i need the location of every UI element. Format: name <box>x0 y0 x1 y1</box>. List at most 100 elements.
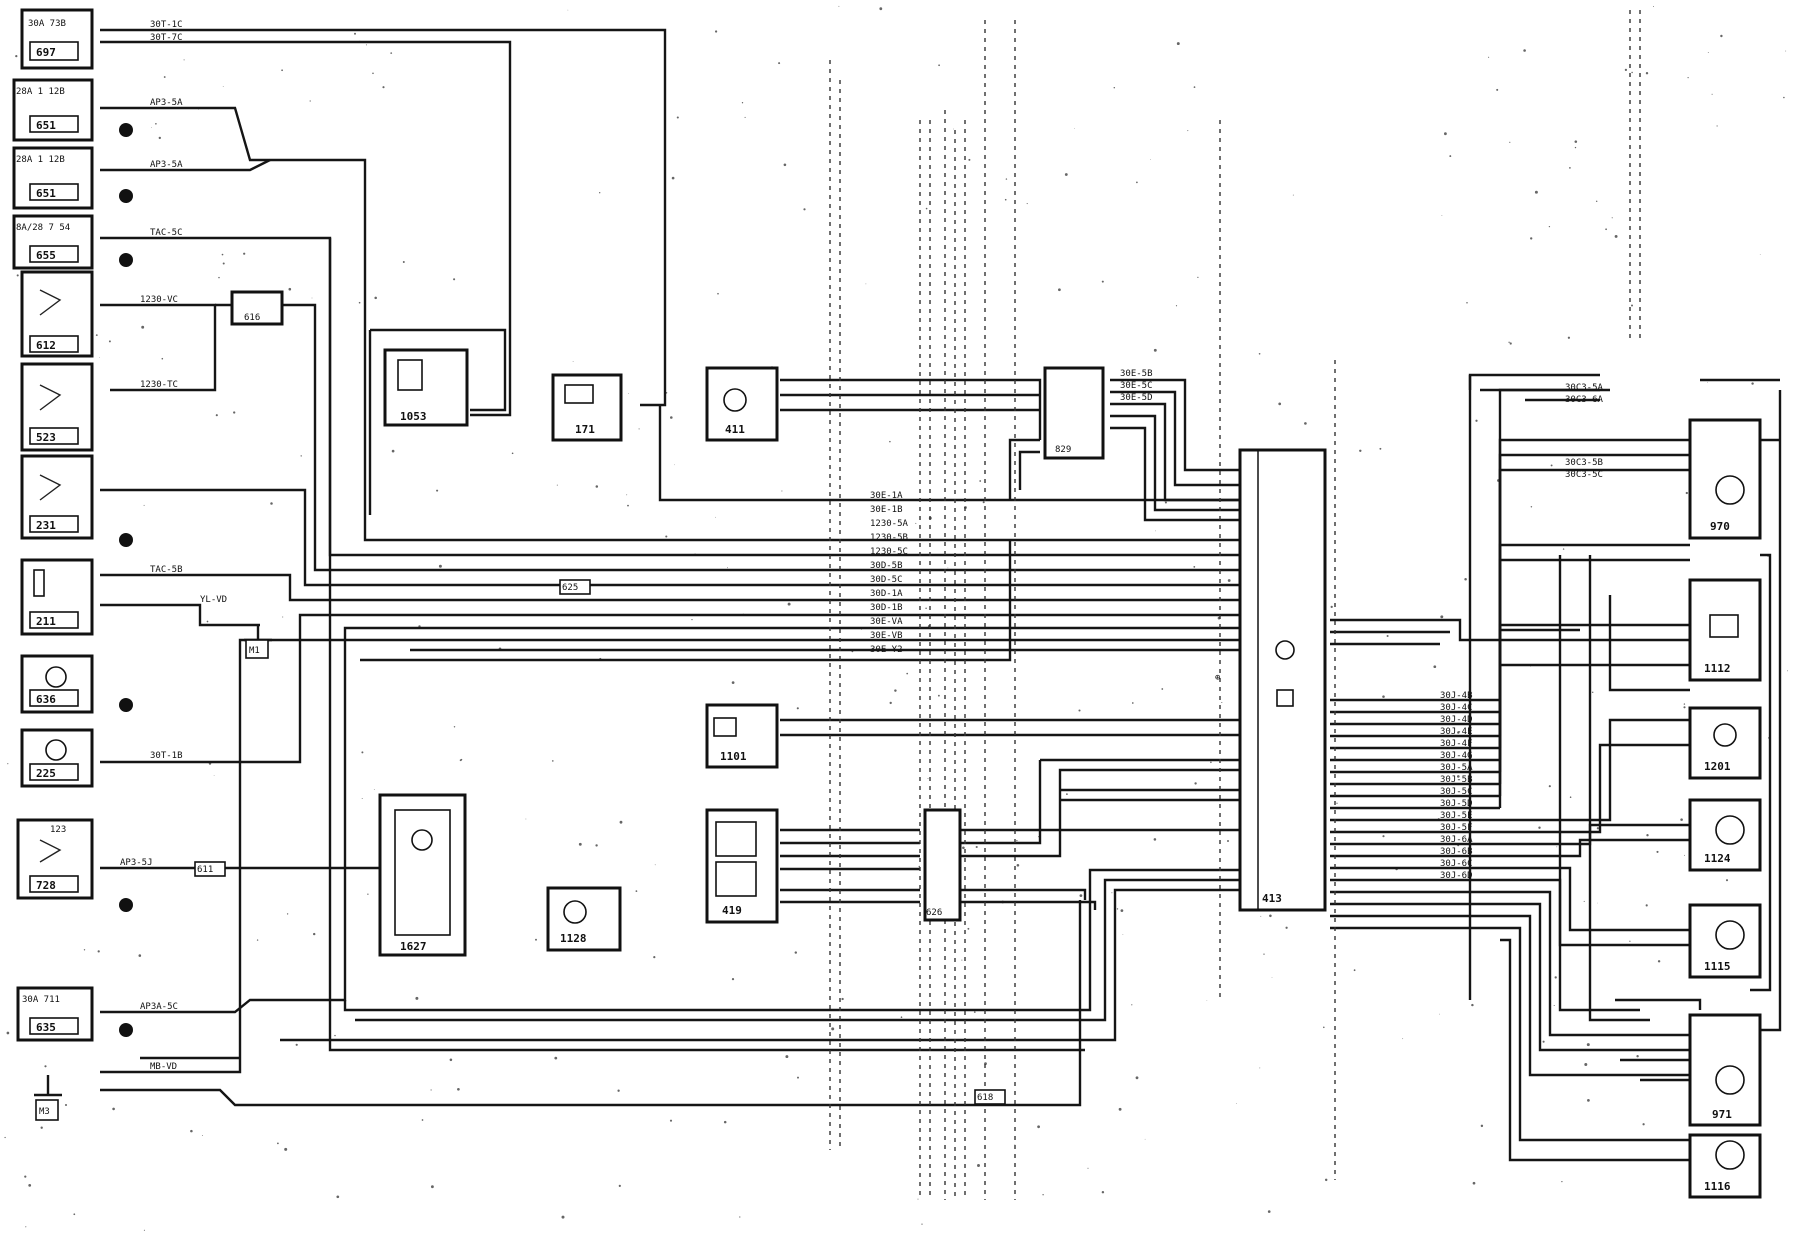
speckle <box>1113 86 1116 89</box>
speckle <box>1267 1210 1271 1213</box>
speckle <box>1591 691 1594 694</box>
speckle <box>962 846 965 850</box>
speckle <box>741 102 744 104</box>
speckle <box>276 1142 279 1145</box>
speckle <box>1567 336 1571 339</box>
speckle <box>1131 702 1134 704</box>
speckle <box>778 62 781 65</box>
component-label: 728 <box>36 879 56 892</box>
component-label: 612 <box>36 339 56 352</box>
speckle <box>1508 341 1510 343</box>
speckle <box>599 192 601 194</box>
speckle <box>190 1129 193 1133</box>
speckle <box>1175 305 1178 307</box>
speckle <box>430 1185 434 1189</box>
speckle <box>415 996 419 1000</box>
speckle <box>968 158 971 161</box>
speckle <box>1120 909 1124 912</box>
component-1112: 1112 <box>1688 578 1762 682</box>
speckle <box>1164 501 1167 504</box>
wire-code: 30D-1B <box>870 603 903 613</box>
wire-code: 30C3-5B <box>1565 458 1603 468</box>
speckle <box>1116 908 1119 910</box>
speckle <box>1687 77 1689 79</box>
speckle <box>1631 71 1633 74</box>
speckle <box>1258 352 1261 355</box>
speckle <box>243 252 246 255</box>
component-label: 655 <box>36 249 56 262</box>
speckle <box>619 820 623 824</box>
wire-code: 30C3-6A <box>1565 395 1604 405</box>
connector-label: 625 <box>562 583 578 593</box>
wire-code: 30T-1B <box>150 751 183 761</box>
speckle <box>1614 234 1618 238</box>
component-label: 1627 <box>400 940 427 953</box>
speckle <box>1042 1194 1044 1196</box>
speckle <box>635 890 638 892</box>
speckle <box>1597 902 1598 904</box>
speckle <box>358 301 361 304</box>
speckle <box>284 1147 288 1151</box>
wire-code: 1230-VC <box>140 295 178 305</box>
speckle <box>797 1076 799 1079</box>
speckle <box>1584 1063 1588 1066</box>
speckle <box>1206 1000 1208 1001</box>
speckle <box>391 449 395 453</box>
speckle <box>841 997 844 1001</box>
speckle <box>4 1136 6 1139</box>
speckle <box>1176 42 1180 46</box>
component-231: 231 <box>20 454 133 547</box>
wire-code: 30E-Y2 <box>870 645 903 655</box>
speckle <box>138 954 142 957</box>
speckle <box>918 865 921 868</box>
speckle <box>1016 839 1018 842</box>
wire-code: 30J-4E <box>1440 727 1473 737</box>
speckle <box>24 1175 27 1178</box>
speckle <box>889 440 891 443</box>
speckle <box>627 504 629 507</box>
speckle <box>1645 71 1649 75</box>
speckle <box>286 913 289 915</box>
speckle <box>578 842 582 846</box>
speckle <box>1496 88 1499 91</box>
speckle <box>98 357 100 358</box>
wire-code: 30J-5B <box>1440 775 1473 785</box>
speckle <box>653 956 656 959</box>
splice-marker <box>119 253 133 267</box>
wire-code: 30E-5C <box>1120 381 1153 391</box>
component-spec: 30A 711 <box>22 995 60 1005</box>
splice-marker <box>119 698 133 712</box>
speckle <box>1263 953 1265 955</box>
speckle <box>213 775 215 777</box>
speckle <box>1542 1040 1545 1043</box>
speckle <box>1624 68 1628 72</box>
speckle <box>783 163 787 167</box>
splice-label: ⊕ <box>1215 673 1220 683</box>
component-label: 1115 <box>1704 960 1731 973</box>
speckle <box>1685 491 1688 495</box>
speckle <box>1553 1004 1555 1007</box>
wire-code: 30J-6B <box>1440 847 1473 857</box>
speckle <box>554 1056 558 1060</box>
speckle <box>288 287 292 291</box>
component-label: 1053 <box>400 410 427 423</box>
component-label: 1101 <box>720 750 747 763</box>
speckle <box>1596 827 1600 830</box>
wire-code: MB-VD <box>150 1062 177 1072</box>
speckle <box>1153 348 1157 352</box>
speckle <box>1684 854 1685 856</box>
speckle <box>1259 1067 1261 1069</box>
speckle <box>361 751 364 754</box>
wire-code: 30J-5C <box>1440 787 1473 797</box>
speckle <box>1751 382 1754 385</box>
wire-code: 30J-6C <box>1440 859 1473 869</box>
wire-code: 30J-4G <box>1440 751 1473 761</box>
speckle <box>618 1184 621 1187</box>
connector-label: 618 <box>977 1093 993 1103</box>
splice-marker <box>119 1023 133 1037</box>
dashed-guides <box>829 10 1641 1200</box>
speckle <box>1562 548 1565 550</box>
component-1115: 1115 <box>1688 903 1762 979</box>
component-label: 636 <box>36 693 56 706</box>
